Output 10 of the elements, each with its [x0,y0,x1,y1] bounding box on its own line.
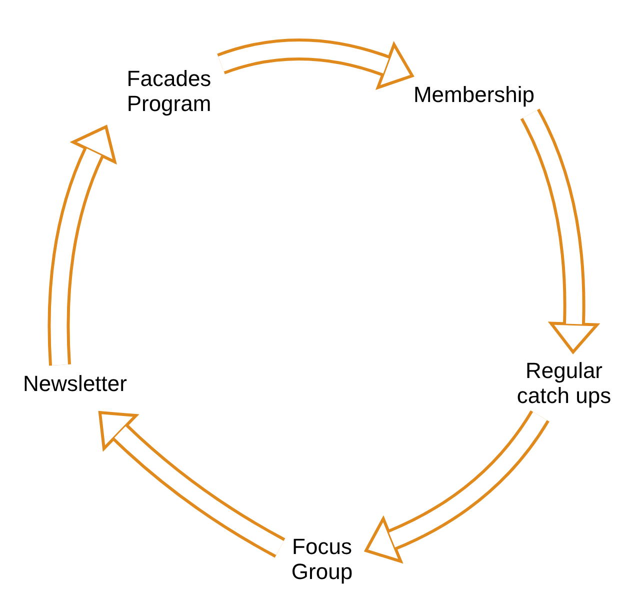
step-label: Membership [409,78,539,111]
block-arrow [520,108,598,354]
block-arrow [48,124,116,366]
block-arrow [217,38,414,90]
step-label: Facades Program [115,62,223,120]
step-label: Newsletter [19,367,131,400]
step-label: Focus Group [278,530,366,588]
block-arrow [364,410,550,563]
step-label: Regular catch ups [505,354,623,412]
block-arrow [98,411,286,558]
